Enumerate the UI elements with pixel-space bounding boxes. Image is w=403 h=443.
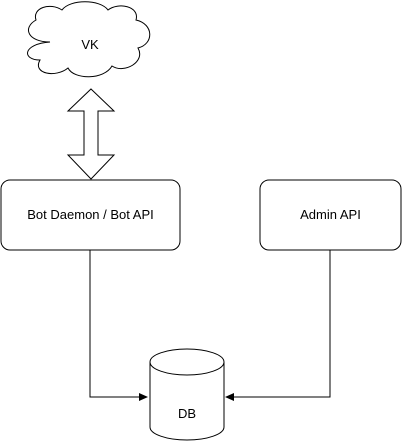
admin-to-db-connector bbox=[225, 250, 331, 401]
vk-cloud-node: VK bbox=[27, 1, 151, 78]
db-node: DB bbox=[149, 348, 225, 441]
db-label: DB bbox=[178, 406, 196, 421]
vk-label: VK bbox=[81, 37, 99, 52]
double-arrow-shape bbox=[66, 88, 116, 180]
admin-api-label: Admin API bbox=[300, 207, 361, 222]
bot-daemon-label: Bot Daemon / Bot API bbox=[27, 207, 153, 222]
cloud-shape bbox=[27, 1, 151, 78]
bot-to-db-connector bbox=[89, 250, 148, 401]
admin-api-node: Admin API bbox=[259, 179, 402, 251]
bot-daemon-node: Bot Daemon / Bot API bbox=[0, 179, 181, 251]
db-cylinder-body bbox=[149, 362, 225, 441]
bidirectional-arrow bbox=[66, 88, 116, 180]
db-cylinder-top bbox=[149, 348, 225, 376]
